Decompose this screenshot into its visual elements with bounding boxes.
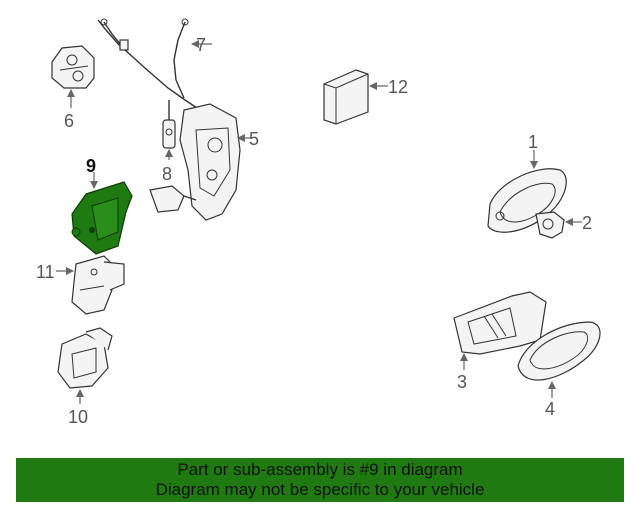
callout-9: 9 <box>86 156 96 176</box>
part-10-hinge[interactable] <box>57 327 113 389</box>
callout-10: 10 <box>68 407 88 427</box>
part-9-actuator[interactable] <box>71 181 133 255</box>
callout-2: 2 <box>582 213 592 233</box>
part-12-module[interactable] <box>323 69 369 125</box>
parts-diagram: 6 7 8 5 9 <box>36 18 601 427</box>
callout-1: 1 <box>528 132 538 152</box>
callout-4: 4 <box>545 399 555 419</box>
callout-7: 7 <box>196 35 206 55</box>
callout-5: 5 <box>249 129 259 149</box>
callout-12: 12 <box>388 77 408 97</box>
part-2-lock-cylinder[interactable] <box>535 211 565 239</box>
banner-line-1: Part or sub-assembly is #9 in diagram <box>177 460 463 479</box>
callout-11: 11 <box>36 262 55 282</box>
callout-8: 8 <box>162 164 172 184</box>
part-4-bezel[interactable] <box>517 321 601 381</box>
callout-6: 6 <box>64 111 74 131</box>
part-8-connector[interactable] <box>162 100 176 149</box>
part-6-striker[interactable] <box>51 45 95 89</box>
banner-line-2: Diagram may not be specific to your vehi… <box>155 480 485 499</box>
part-11-bracket[interactable] <box>71 255 125 315</box>
part-3-inside-handle[interactable] <box>453 291 547 355</box>
callout-3: 3 <box>457 372 467 392</box>
part-7-cable[interactable] <box>97 18 201 111</box>
info-banner: Part or sub-assembly is #9 in diagram Di… <box>16 458 624 502</box>
part-5-latch[interactable] <box>149 103 241 221</box>
part-1-outside-handle[interactable] <box>487 168 567 233</box>
